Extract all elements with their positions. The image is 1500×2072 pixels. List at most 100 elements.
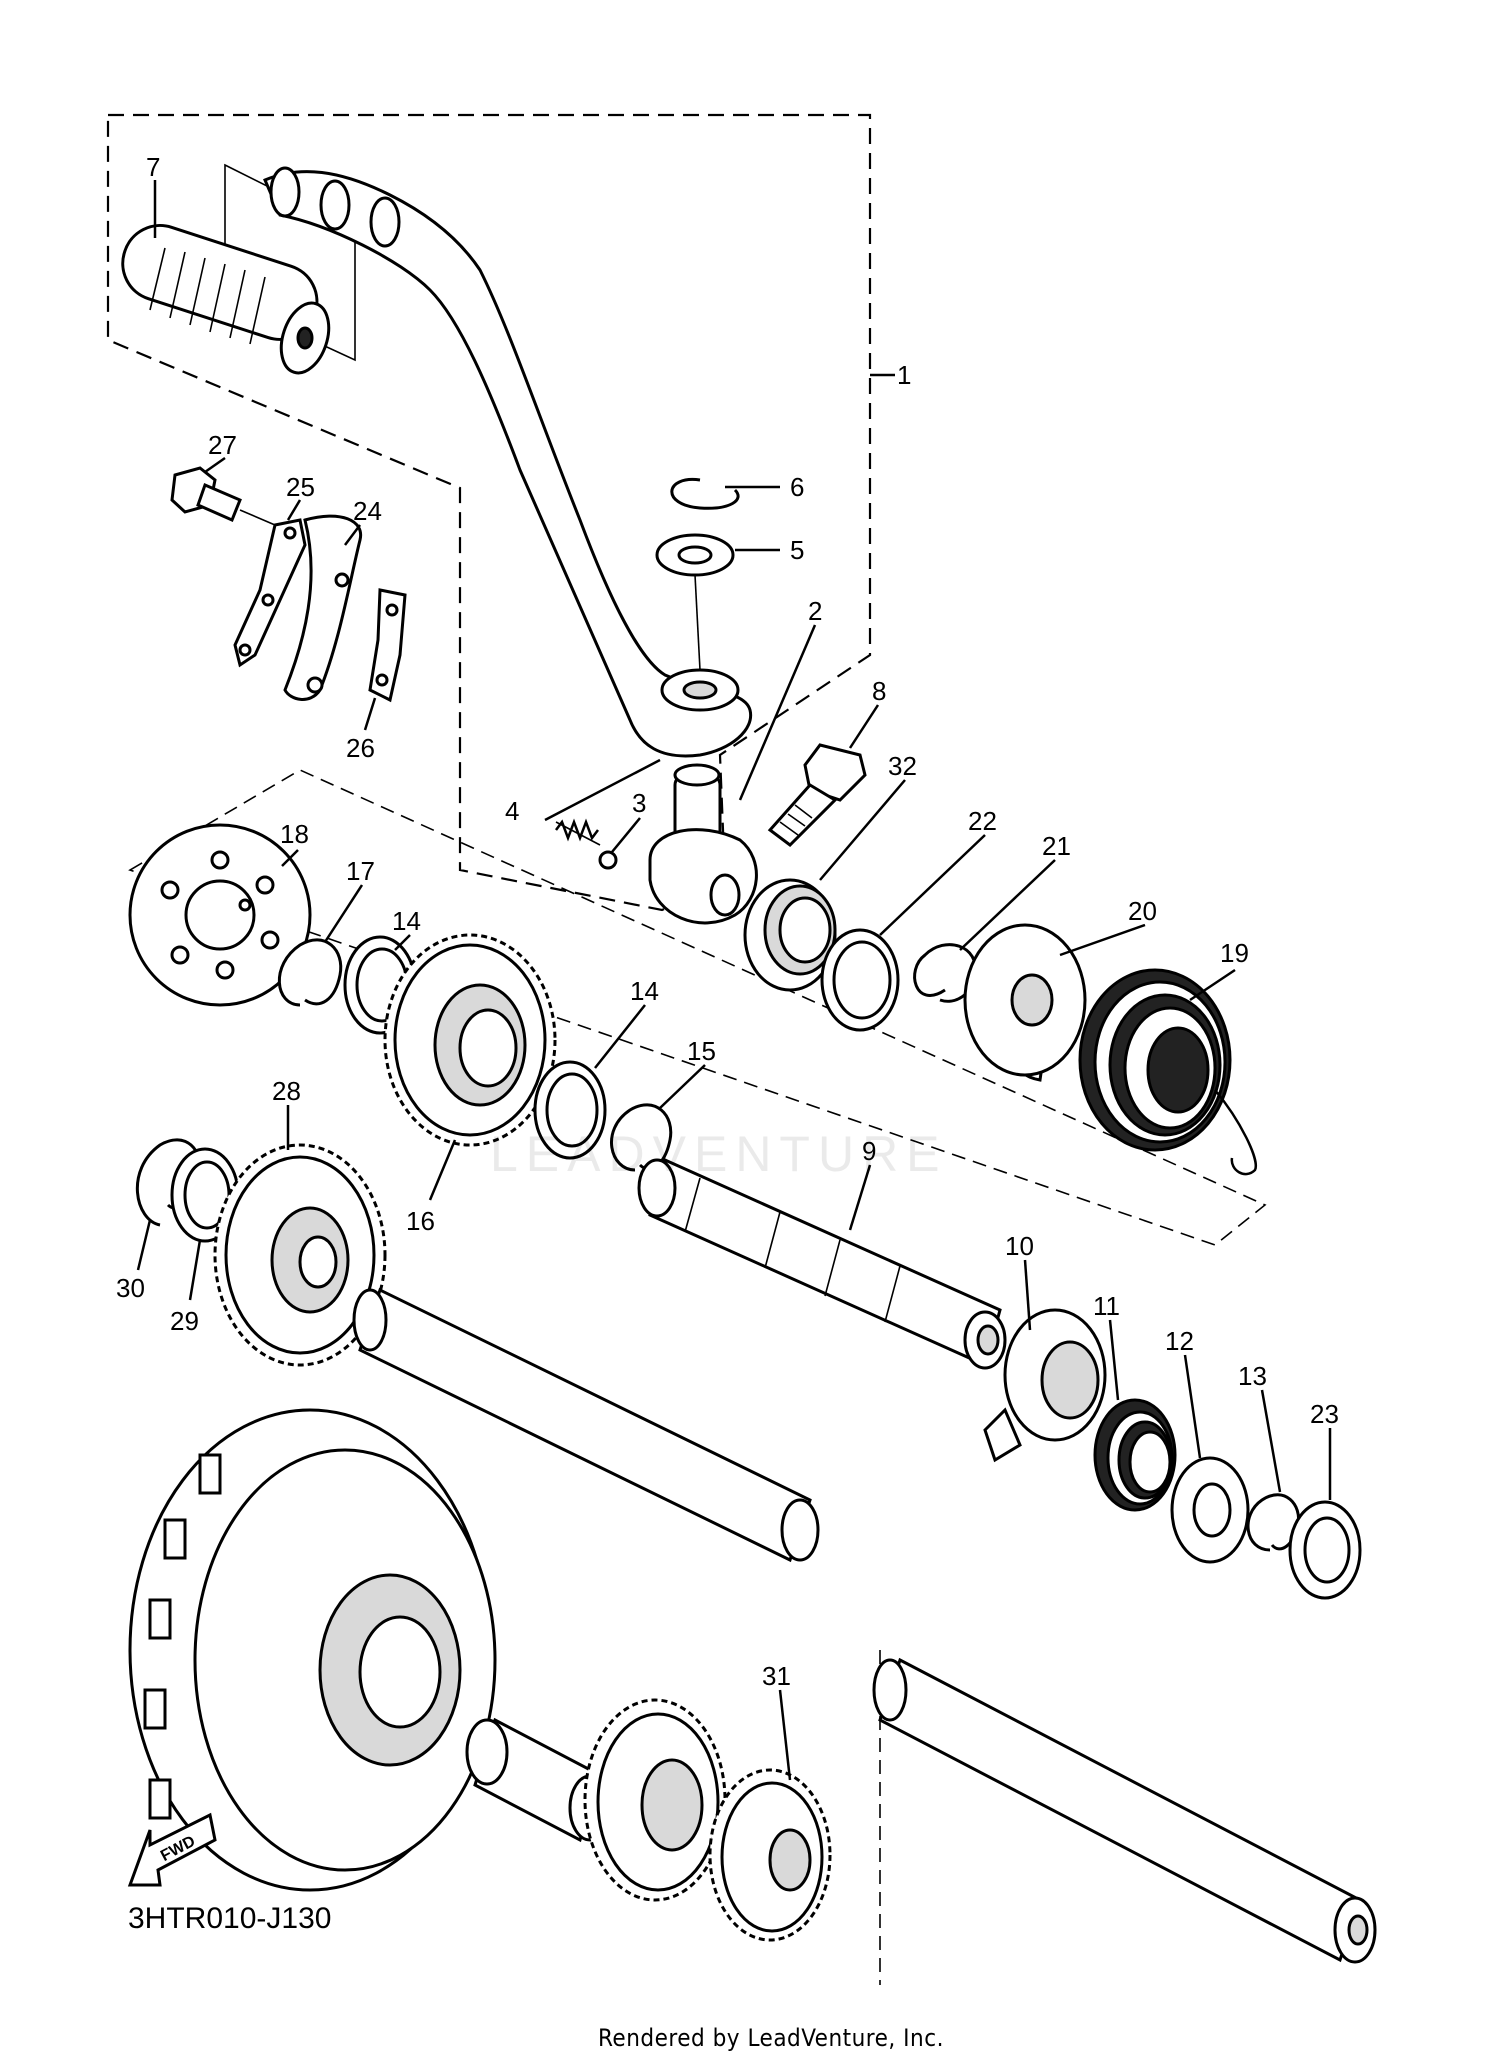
- leader-17: [323, 884, 364, 943]
- callout-28: 28: [272, 1076, 301, 1106]
- ratchet-wheel-10: [983, 1308, 1107, 1463]
- axis-5: [694, 574, 701, 671]
- leader-15: [659, 1064, 706, 1109]
- leader-14b: [594, 1004, 646, 1069]
- callout-16: 16: [406, 1206, 435, 1236]
- callout-29: 29: [170, 1306, 199, 1336]
- leader-11: [1108, 1319, 1120, 1401]
- holder-20: [963, 923, 1087, 1082]
- callout-3: 3: [632, 788, 646, 818]
- leader-10: [1023, 1259, 1032, 1331]
- callout-9: 9: [862, 1136, 876, 1166]
- leader-31: [778, 1689, 792, 1781]
- idle-gear-28: [213, 1143, 387, 1367]
- leader-25: [286, 499, 302, 521]
- bracket-26: [368, 588, 407, 703]
- callout-10: 10: [1005, 1231, 1034, 1261]
- footer-credit: Rendered by LeadVenture, Inc.: [598, 2024, 944, 2052]
- leader-13: [1260, 1389, 1282, 1493]
- bolt-27: [170, 466, 242, 522]
- callout-27: 27: [208, 430, 237, 460]
- ball-3: [598, 850, 618, 870]
- callout-17: 17: [346, 856, 375, 886]
- diagram-code: 3HTR010-J130: [128, 1902, 332, 1935]
- leader-3: [611, 817, 641, 853]
- callout-26: 26: [346, 733, 375, 763]
- leader-27: [204, 456, 226, 474]
- axis-27: [239, 509, 276, 526]
- kick-grip-rubber-7: [121, 163, 356, 375]
- leader-12: [1183, 1354, 1202, 1459]
- callout-8: 8: [872, 676, 886, 706]
- leader-16: [428, 1139, 457, 1201]
- callout-23: 23: [1310, 1399, 1339, 1429]
- washer-23: [1288, 1500, 1362, 1600]
- callout-24: 24: [353, 496, 382, 526]
- callout-1: 1: [897, 360, 911, 390]
- leader-29: [188, 1239, 202, 1301]
- leader-8: [848, 704, 880, 749]
- kick-assembly-boundary: [106, 113, 872, 912]
- callout-18: 18: [280, 819, 309, 849]
- callout-15: 15: [687, 1036, 716, 1066]
- callout-5: 5: [790, 535, 804, 565]
- fwd-arrow-icon: FWD: [127, 1812, 217, 1887]
- leader-26: [363, 697, 377, 731]
- callout-13: 13: [1238, 1361, 1267, 1391]
- leader-32: [819, 779, 906, 881]
- callout-31: 31: [762, 1661, 791, 1691]
- circlip-17: [277, 938, 343, 1007]
- kick-boss-2: [648, 763, 758, 925]
- circlip-13: [1246, 1493, 1301, 1552]
- callout-22: 22: [968, 806, 997, 836]
- callout-19: 19: [1220, 938, 1249, 968]
- clutch-housing: [128, 1408, 497, 1892]
- callout-32: 32: [888, 751, 917, 781]
- callout-14b: 14: [630, 976, 659, 1006]
- leader-9: [848, 1164, 872, 1231]
- kick-gear-16: [383, 933, 557, 1147]
- callout-21: 21: [1042, 831, 1071, 861]
- leader-22: [879, 834, 986, 936]
- leader-19: [1189, 968, 1236, 1002]
- circlip-6: [670, 477, 740, 510]
- leader-18: [281, 849, 299, 867]
- kick-lever-1: [263, 166, 753, 758]
- callout-30: 30: [116, 1273, 145, 1303]
- washer-22: [820, 928, 900, 1032]
- primary-gear: [583, 1698, 727, 1902]
- kick-axle-boundary: [128, 769, 1267, 1246]
- callout-25: 25: [286, 472, 315, 502]
- shaft-upper: [352, 1287, 820, 1563]
- callout-6: 6: [790, 472, 804, 502]
- stopper-24: [283, 514, 363, 701]
- callout-12: 12: [1165, 1326, 1194, 1356]
- leader-21: [959, 859, 1056, 951]
- oil-seal-32: [743, 878, 837, 992]
- leader-24: [344, 524, 361, 546]
- leader-4: [544, 758, 661, 822]
- watermark: LEADVENTURE: [490, 1126, 948, 1182]
- leader-20: [1059, 923, 1146, 957]
- callout-2: 2: [808, 596, 822, 626]
- leader-30: [136, 1219, 152, 1271]
- washer-12: [1170, 1456, 1250, 1564]
- spring-11: [1093, 1398, 1177, 1512]
- washer-14b: [533, 1060, 607, 1160]
- leader-14a: [394, 934, 411, 951]
- plate-18: [128, 823, 312, 1007]
- callout-20: 20: [1128, 896, 1157, 926]
- callout-7: 7: [146, 152, 160, 182]
- main-axle: [872, 1657, 1377, 1964]
- kick-axle-9: [637, 1157, 1007, 1370]
- gear-31: [708, 1768, 832, 1942]
- callout-14a: 14: [392, 906, 421, 936]
- callout-4: 4: [505, 796, 519, 826]
- washer-5: [655, 533, 735, 577]
- leader-2: [738, 624, 817, 801]
- torsion-spring-19: [1078, 968, 1258, 1176]
- bolt-8: [767, 743, 867, 847]
- callout-11: 11: [1093, 1291, 1120, 1321]
- spring-4: [555, 818, 601, 846]
